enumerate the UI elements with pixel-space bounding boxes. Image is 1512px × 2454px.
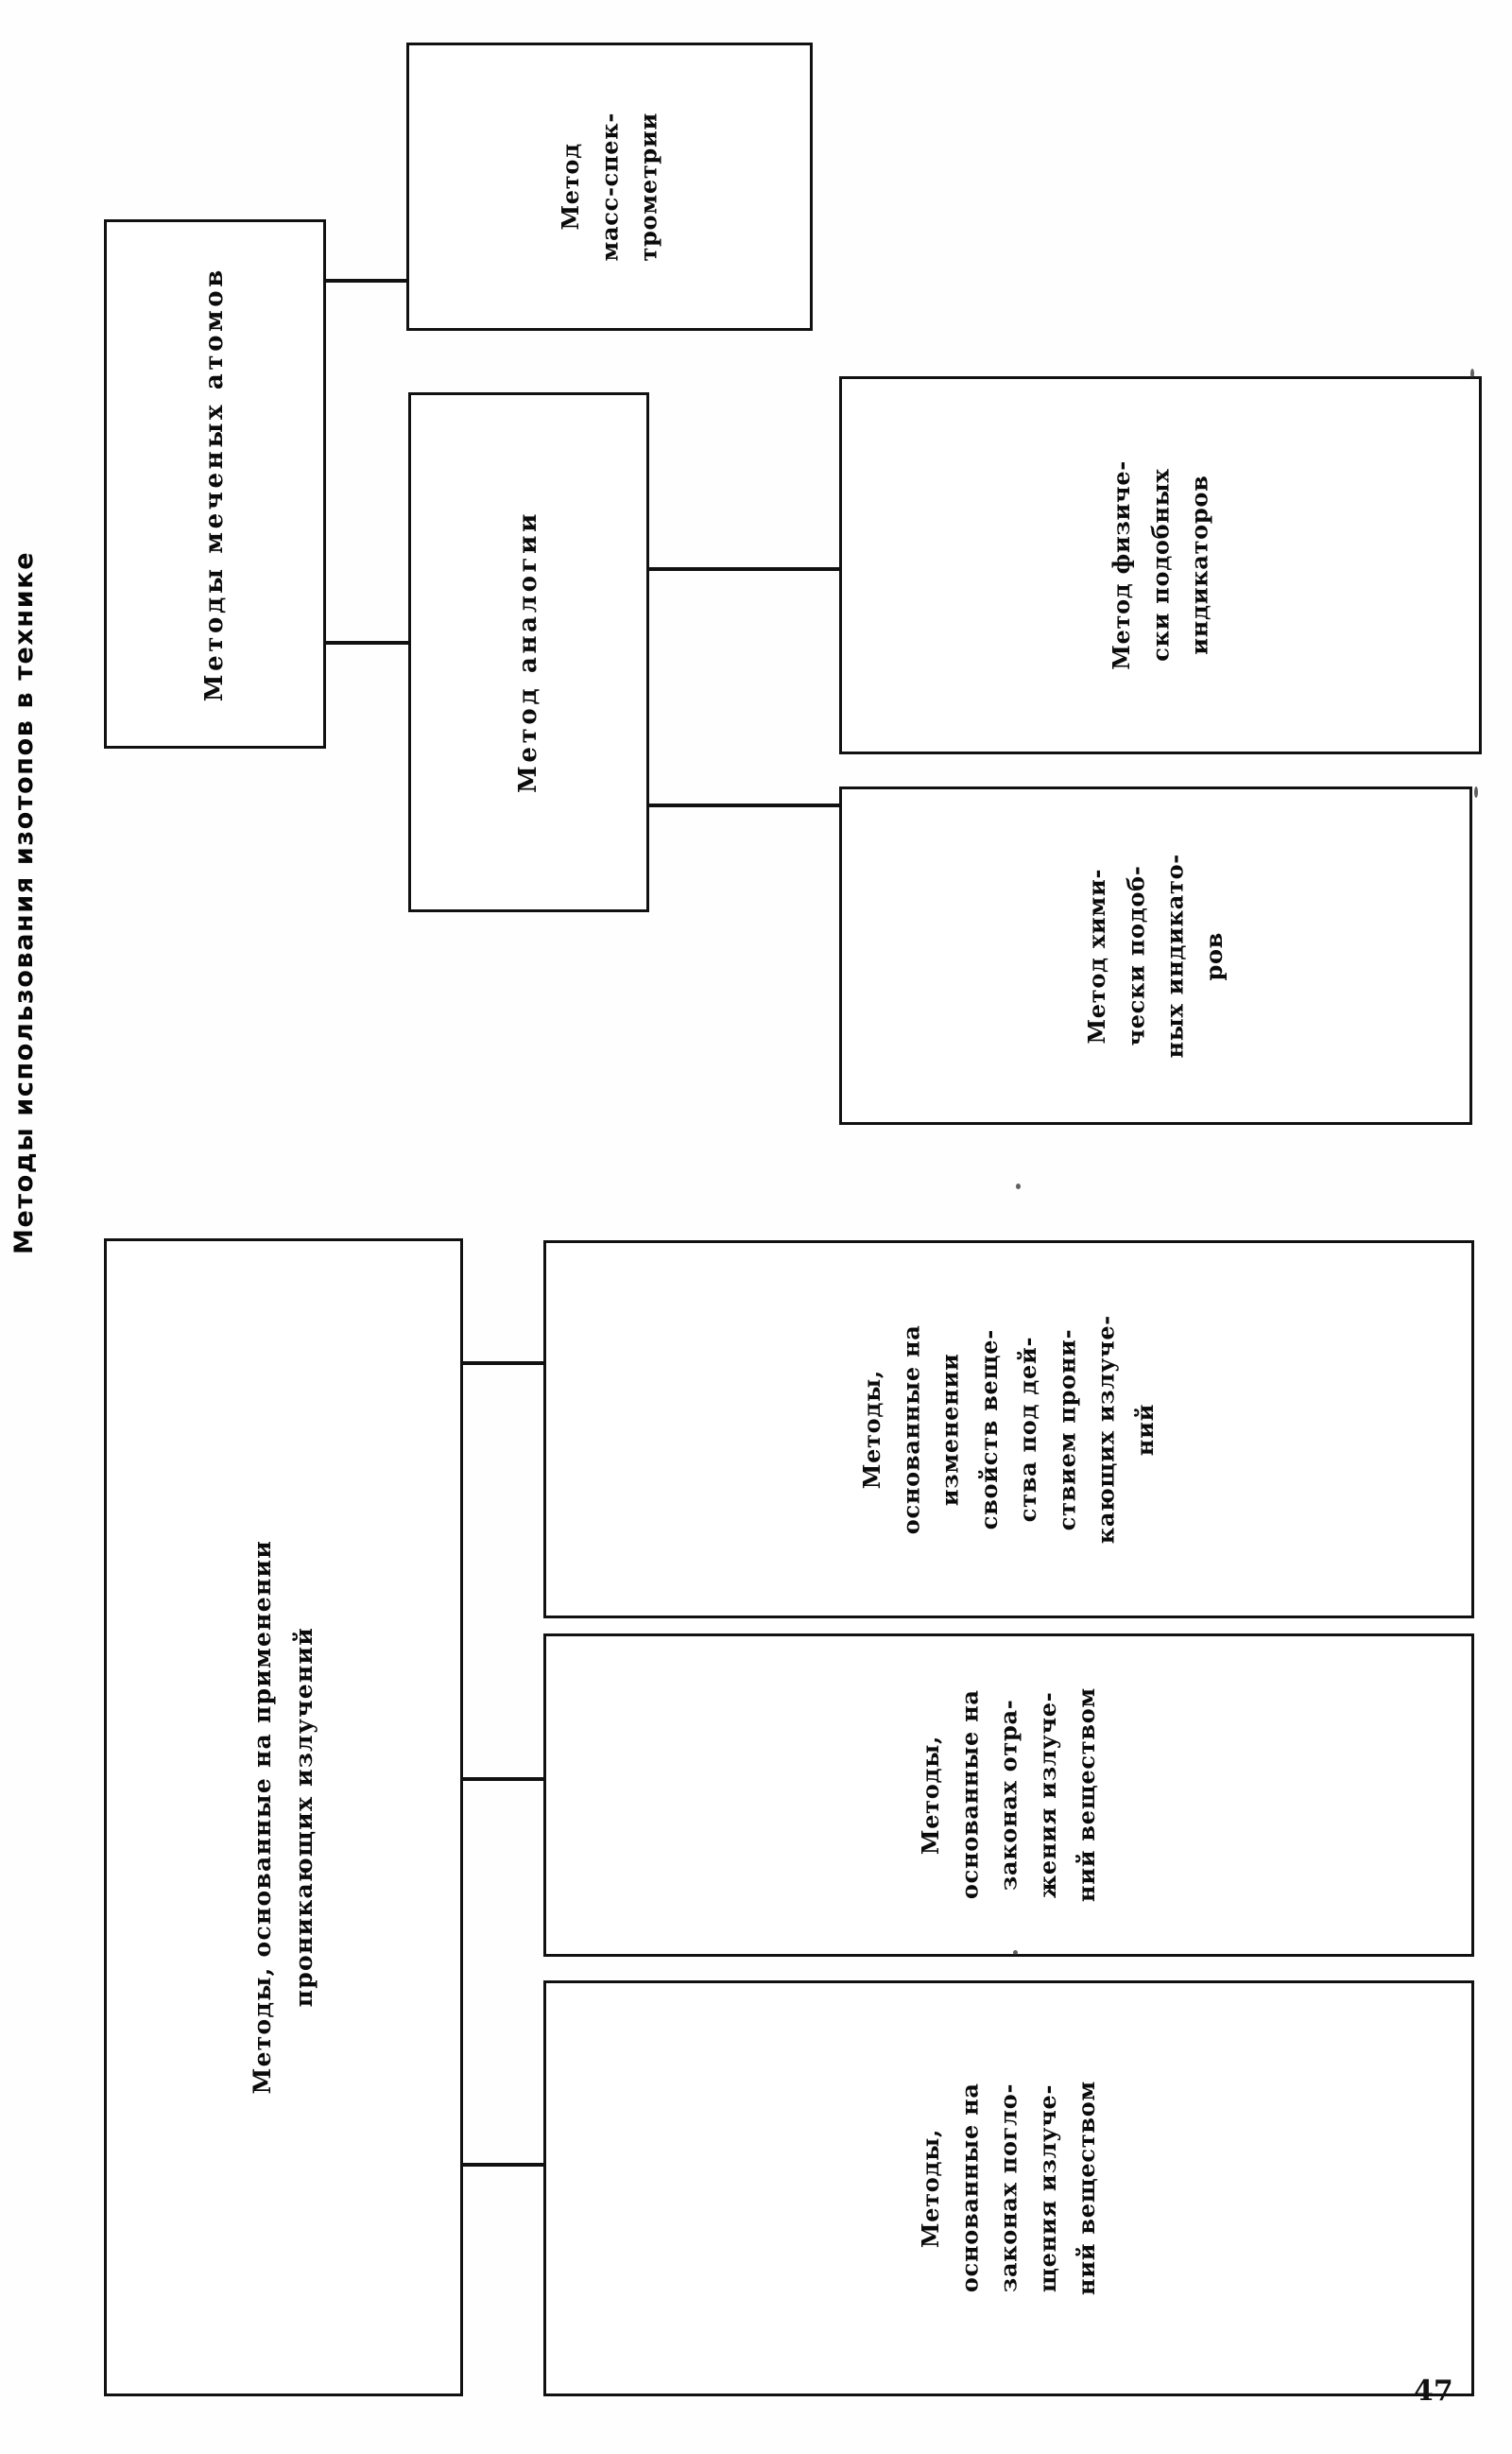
node-reflection-laws-label: Методы, основанные на законах отра- жени… — [917, 1687, 1101, 1903]
page-title: Методы использования изотопов в технике — [9, 550, 39, 1255]
node-penetrating-radiation-label: Методы, основанные на применении проника… — [249, 1540, 318, 2095]
connector-penetrating-to-property — [463, 1361, 545, 1365]
connector-penetrating-to-reflection — [463, 1777, 545, 1781]
connector-penetrating-to-absorption — [463, 2163, 545, 2167]
connector-analogy-to-physical — [649, 567, 840, 571]
connector-analogy-to-chemical — [649, 804, 840, 807]
node-reflection-laws: Методы, основанные на законах отра- жени… — [543, 1633, 1474, 1957]
node-property-change: Методы, основанные на изменении свойств … — [543, 1240, 1474, 1618]
node-analogy: Метод аналогии — [408, 392, 649, 912]
connector-tagged-to-massspec — [326, 279, 408, 283]
node-mass-spectrometry: Метод масс-спек- трометрии — [406, 43, 813, 331]
node-physical-indicators: Метод физиче- ски подобных индикаторов — [839, 376, 1482, 754]
node-absorption-laws-label: Методы, основанные на законах погло- щен… — [917, 2081, 1101, 2296]
scan-speck — [1474, 786, 1478, 798]
node-tagged-atoms-label: Методы меченых атомов — [199, 266, 229, 702]
node-tagged-atoms: Методы меченых атомов — [104, 219, 326, 749]
node-property-change-label: Методы, основанные на изменении свойств … — [858, 1314, 1160, 1545]
page-number: 47 — [1414, 2375, 1453, 2408]
node-analogy-label: Метод аналогии — [513, 510, 542, 794]
connector-tagged-to-analogy — [326, 641, 411, 645]
scan-speck — [1470, 369, 1474, 378]
node-absorption-laws: Методы, основанные на законах погло- щен… — [543, 1980, 1474, 2396]
node-chemical-indicators-label: Метод хими- чески подоб- ных индикато- р… — [1083, 853, 1228, 1059]
node-penetrating-radiation: Методы, основанные на применении проника… — [104, 1238, 463, 2396]
node-physical-indicators-label: Метод физиче- ски подобных индикаторов — [1108, 460, 1213, 670]
node-chemical-indicators: Метод хими- чески подоб- ных индикато- р… — [839, 786, 1472, 1125]
node-mass-spectrometry-label: Метод масс-спек- трометрии — [557, 112, 662, 262]
scan-speck — [1013, 1950, 1018, 1955]
scan-speck — [1016, 1184, 1021, 1189]
